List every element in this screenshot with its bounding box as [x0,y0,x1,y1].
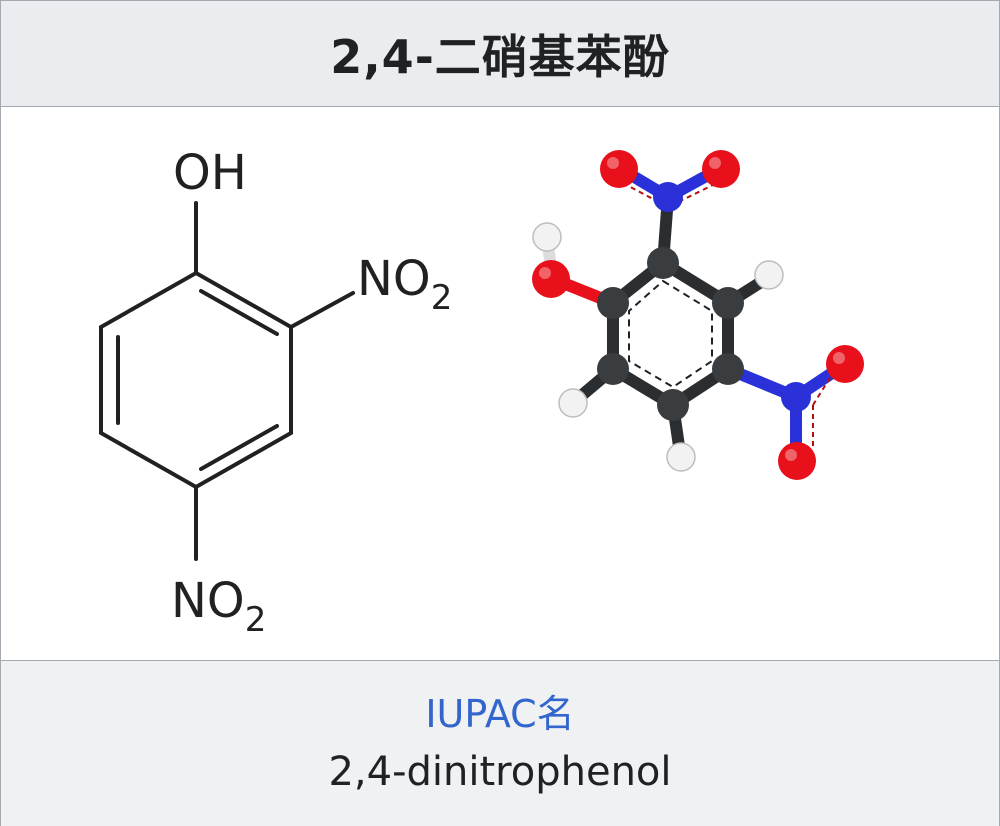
atom-highlights [539,157,845,461]
nitro-label-ortho: NO2 [357,251,452,318]
title-bar: 2,4-二硝基苯酚 [1,1,999,107]
hydrogen-atoms [532,222,784,472]
iupac-name-link[interactable]: IUPAC名 [425,692,575,736]
ball-and-stick-model[interactable] [532,150,864,480]
oxygen-atoms [532,150,864,480]
structure-svg: OH NO2 NO2 [99,145,864,640]
aromatic-ring-dashes [628,279,713,389]
hydroxyl-label: OH [173,145,247,201]
structure-images: OH NO2 NO2 [1,107,999,659]
nitrogen-atoms [653,182,811,412]
compound-title: 2,4-二硝基苯酚 [330,29,670,84]
nitro-label-para: NO2 [171,573,266,640]
info-section: IUPAC名 2,4-dinitrophenol [1,660,999,826]
ring-double-bond [199,289,279,336]
benzene-ring [99,270,293,490]
carbon-atoms [597,247,744,421]
iupac-name-value: 2,4-dinitrophenol [328,749,672,795]
model-hetero-bonds [541,163,850,465]
ring-double-bond [199,424,279,471]
no2-bond-ortho [289,291,355,329]
skeletal-formula[interactable] [99,201,355,561]
nitro-dashes-right [812,372,834,447]
